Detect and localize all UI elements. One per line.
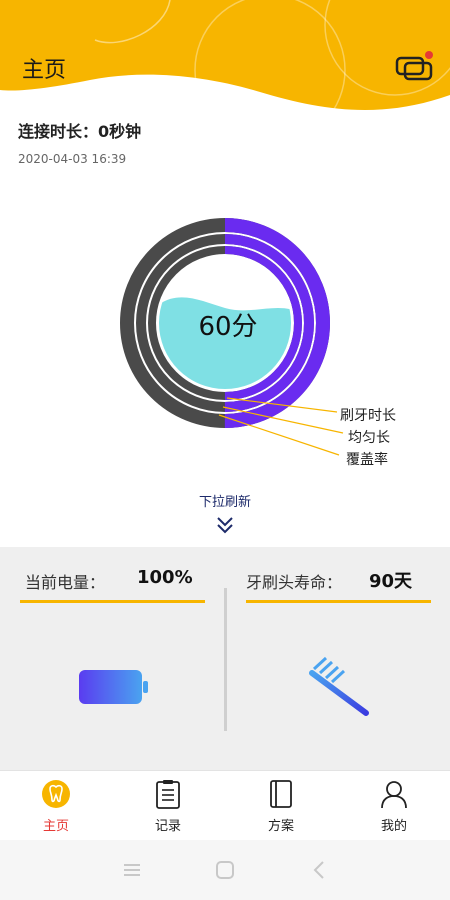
menu-icon[interactable] <box>123 862 141 882</box>
nav-item-records[interactable]: 记录 <box>112 771 224 841</box>
toothbrush-icon <box>306 655 372 721</box>
header-wave <box>0 0 450 125</box>
back-icon[interactable] <box>312 860 326 884</box>
battery-value: 100% <box>137 567 193 588</box>
notebook-icon <box>266 779 296 809</box>
pull-to-refresh-label: 下拉刷新 <box>198 495 251 510</box>
tooth-icon <box>41 779 71 809</box>
bottom-navigation: 主页 记录 方案 我的 <box>0 770 450 841</box>
gauge-label-uniformity: 均匀长 <box>348 430 390 446</box>
battery-icon <box>78 668 150 710</box>
score-value: 60分 <box>198 312 258 342</box>
cards-divider <box>224 588 227 731</box>
header-bar <box>0 0 450 125</box>
ring-progress-inner <box>148 246 302 400</box>
double-chevron-down-icon <box>215 515 235 535</box>
user-icon <box>379 779 409 809</box>
nav-item-home[interactable]: 主页 <box>0 771 112 841</box>
link-device-icon <box>395 51 433 81</box>
datetime-label: 2020-04-03 16:39 <box>18 152 127 166</box>
nav-label-records: 记录 <box>154 819 181 834</box>
clipboard-icon <box>153 779 183 809</box>
connection-duration: 连接时长：0秒钟 <box>18 122 142 141</box>
ring-progress-outer <box>120 218 330 428</box>
brush-head-life-label: 牙刷头寿命： <box>246 573 343 592</box>
nav-item-profile[interactable]: 我的 <box>338 771 450 841</box>
gauge-label-coverage: 覆盖率 <box>346 452 388 468</box>
battery-label: 当前电量： <box>25 573 106 592</box>
device-connect-button[interactable] <box>394 50 434 84</box>
nav-label-home: 主页 <box>42 819 69 834</box>
battery-underline <box>20 600 205 603</box>
brush-head-underline <box>246 600 431 603</box>
nav-label-profile: 我的 <box>380 819 407 834</box>
gauge-label-duration: 刷牙时长 <box>340 408 396 424</box>
page-title: 主页 <box>22 58 67 83</box>
gauge-label-leaders <box>218 397 344 456</box>
system-navigation-bar <box>0 840 450 900</box>
nav-item-plans[interactable]: 方案 <box>225 771 337 841</box>
brush-head-life-value: 90天 <box>369 571 413 592</box>
home-icon[interactable] <box>216 861 234 883</box>
nav-label-plans: 方案 <box>267 819 294 834</box>
